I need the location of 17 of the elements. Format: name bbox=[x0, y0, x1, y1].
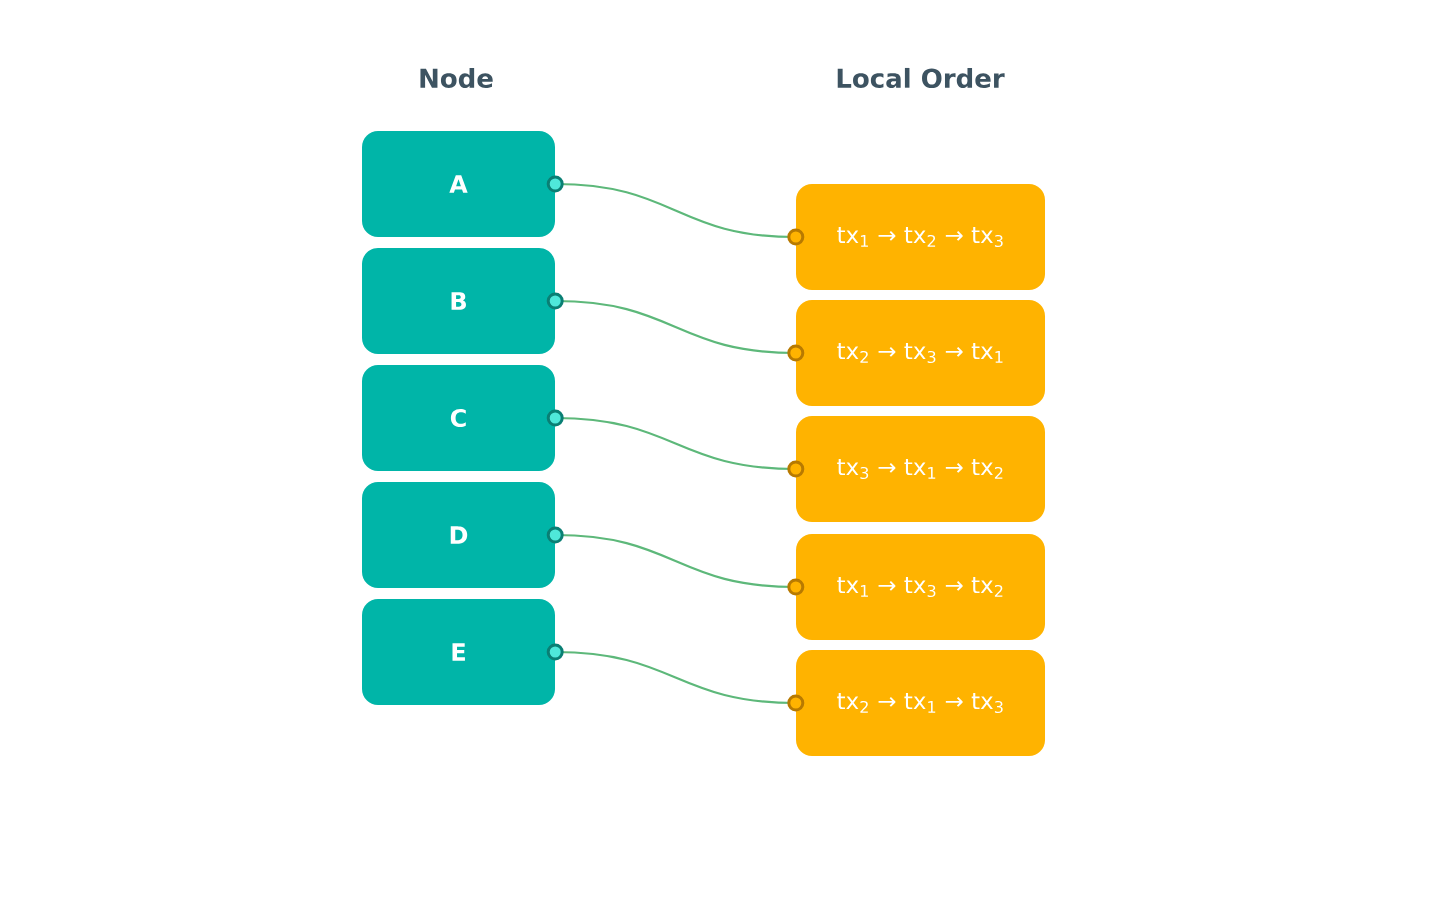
node-box: C bbox=[362, 365, 555, 471]
node-box: A bbox=[362, 131, 555, 237]
order-box: tx$_{1}$ → tx$_{2}$ → tx$_{3}$ bbox=[796, 184, 1045, 290]
column-heading: Local Order bbox=[837, 67, 1005, 89]
order-box: tx$_{2}$ → tx$_{1}$ → tx$_{3}$ bbox=[796, 650, 1045, 756]
order-box: tx$_{1}$ → tx$_{3}$ → tx$_{2}$ bbox=[796, 534, 1045, 640]
order-box: tx$_{2}$ → tx$_{3}$ → tx$_{1}$ bbox=[796, 300, 1045, 406]
connector bbox=[546, 292, 805, 362]
node-box: D bbox=[362, 482, 555, 588]
connector bbox=[546, 643, 805, 712]
node-box: E bbox=[362, 599, 555, 705]
connector bbox=[546, 175, 805, 246]
column-heading: Node bbox=[420, 67, 493, 89]
order-box: tx$_{3}$ → tx$_{1}$ → tx$_{2}$ bbox=[796, 416, 1045, 522]
connector bbox=[546, 409, 805, 478]
connector bbox=[546, 526, 805, 596]
node-box: B bbox=[362, 248, 555, 354]
